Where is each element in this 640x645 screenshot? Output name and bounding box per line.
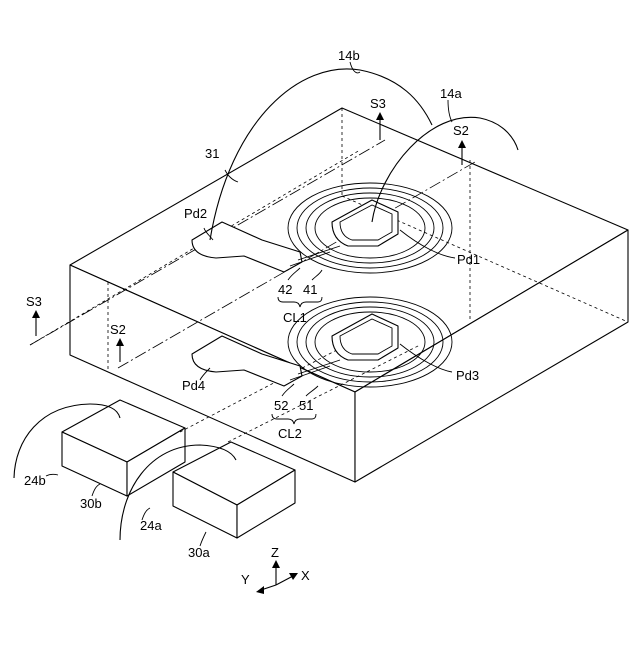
label-cl2: CL2 <box>278 426 302 441</box>
label-24b: 24b <box>24 473 46 488</box>
lead-30b <box>62 400 185 496</box>
label-pd1: Pd1 <box>457 252 480 267</box>
label-s3-left: S3 <box>26 294 42 309</box>
label-30a: 30a <box>188 545 210 560</box>
label-cl1: CL1 <box>283 310 307 325</box>
label-pd4: Pd4 <box>182 378 205 393</box>
label-axis-y: Y <box>241 572 250 587</box>
label-51: 51 <box>299 398 313 413</box>
label-s2-top: S2 <box>453 123 469 138</box>
label-41: 41 <box>303 282 317 297</box>
label-42: 42 <box>278 282 292 297</box>
label-14b: 14b <box>338 48 360 63</box>
label-s2-left: S2 <box>110 322 126 337</box>
label-30b: 30b <box>80 496 102 511</box>
label-14a: 14a <box>440 86 462 101</box>
label-axis-x: X <box>301 568 310 583</box>
label-24a: 24a <box>140 518 162 533</box>
label-pd3: Pd3 <box>456 368 479 383</box>
label-52: 52 <box>274 398 288 413</box>
coordinate-axes <box>256 560 298 594</box>
label-pd2: Pd2 <box>184 206 207 221</box>
label-s3-top: S3 <box>370 96 386 111</box>
label-31: 31 <box>205 146 219 161</box>
label-axis-z: Z <box>271 545 279 560</box>
